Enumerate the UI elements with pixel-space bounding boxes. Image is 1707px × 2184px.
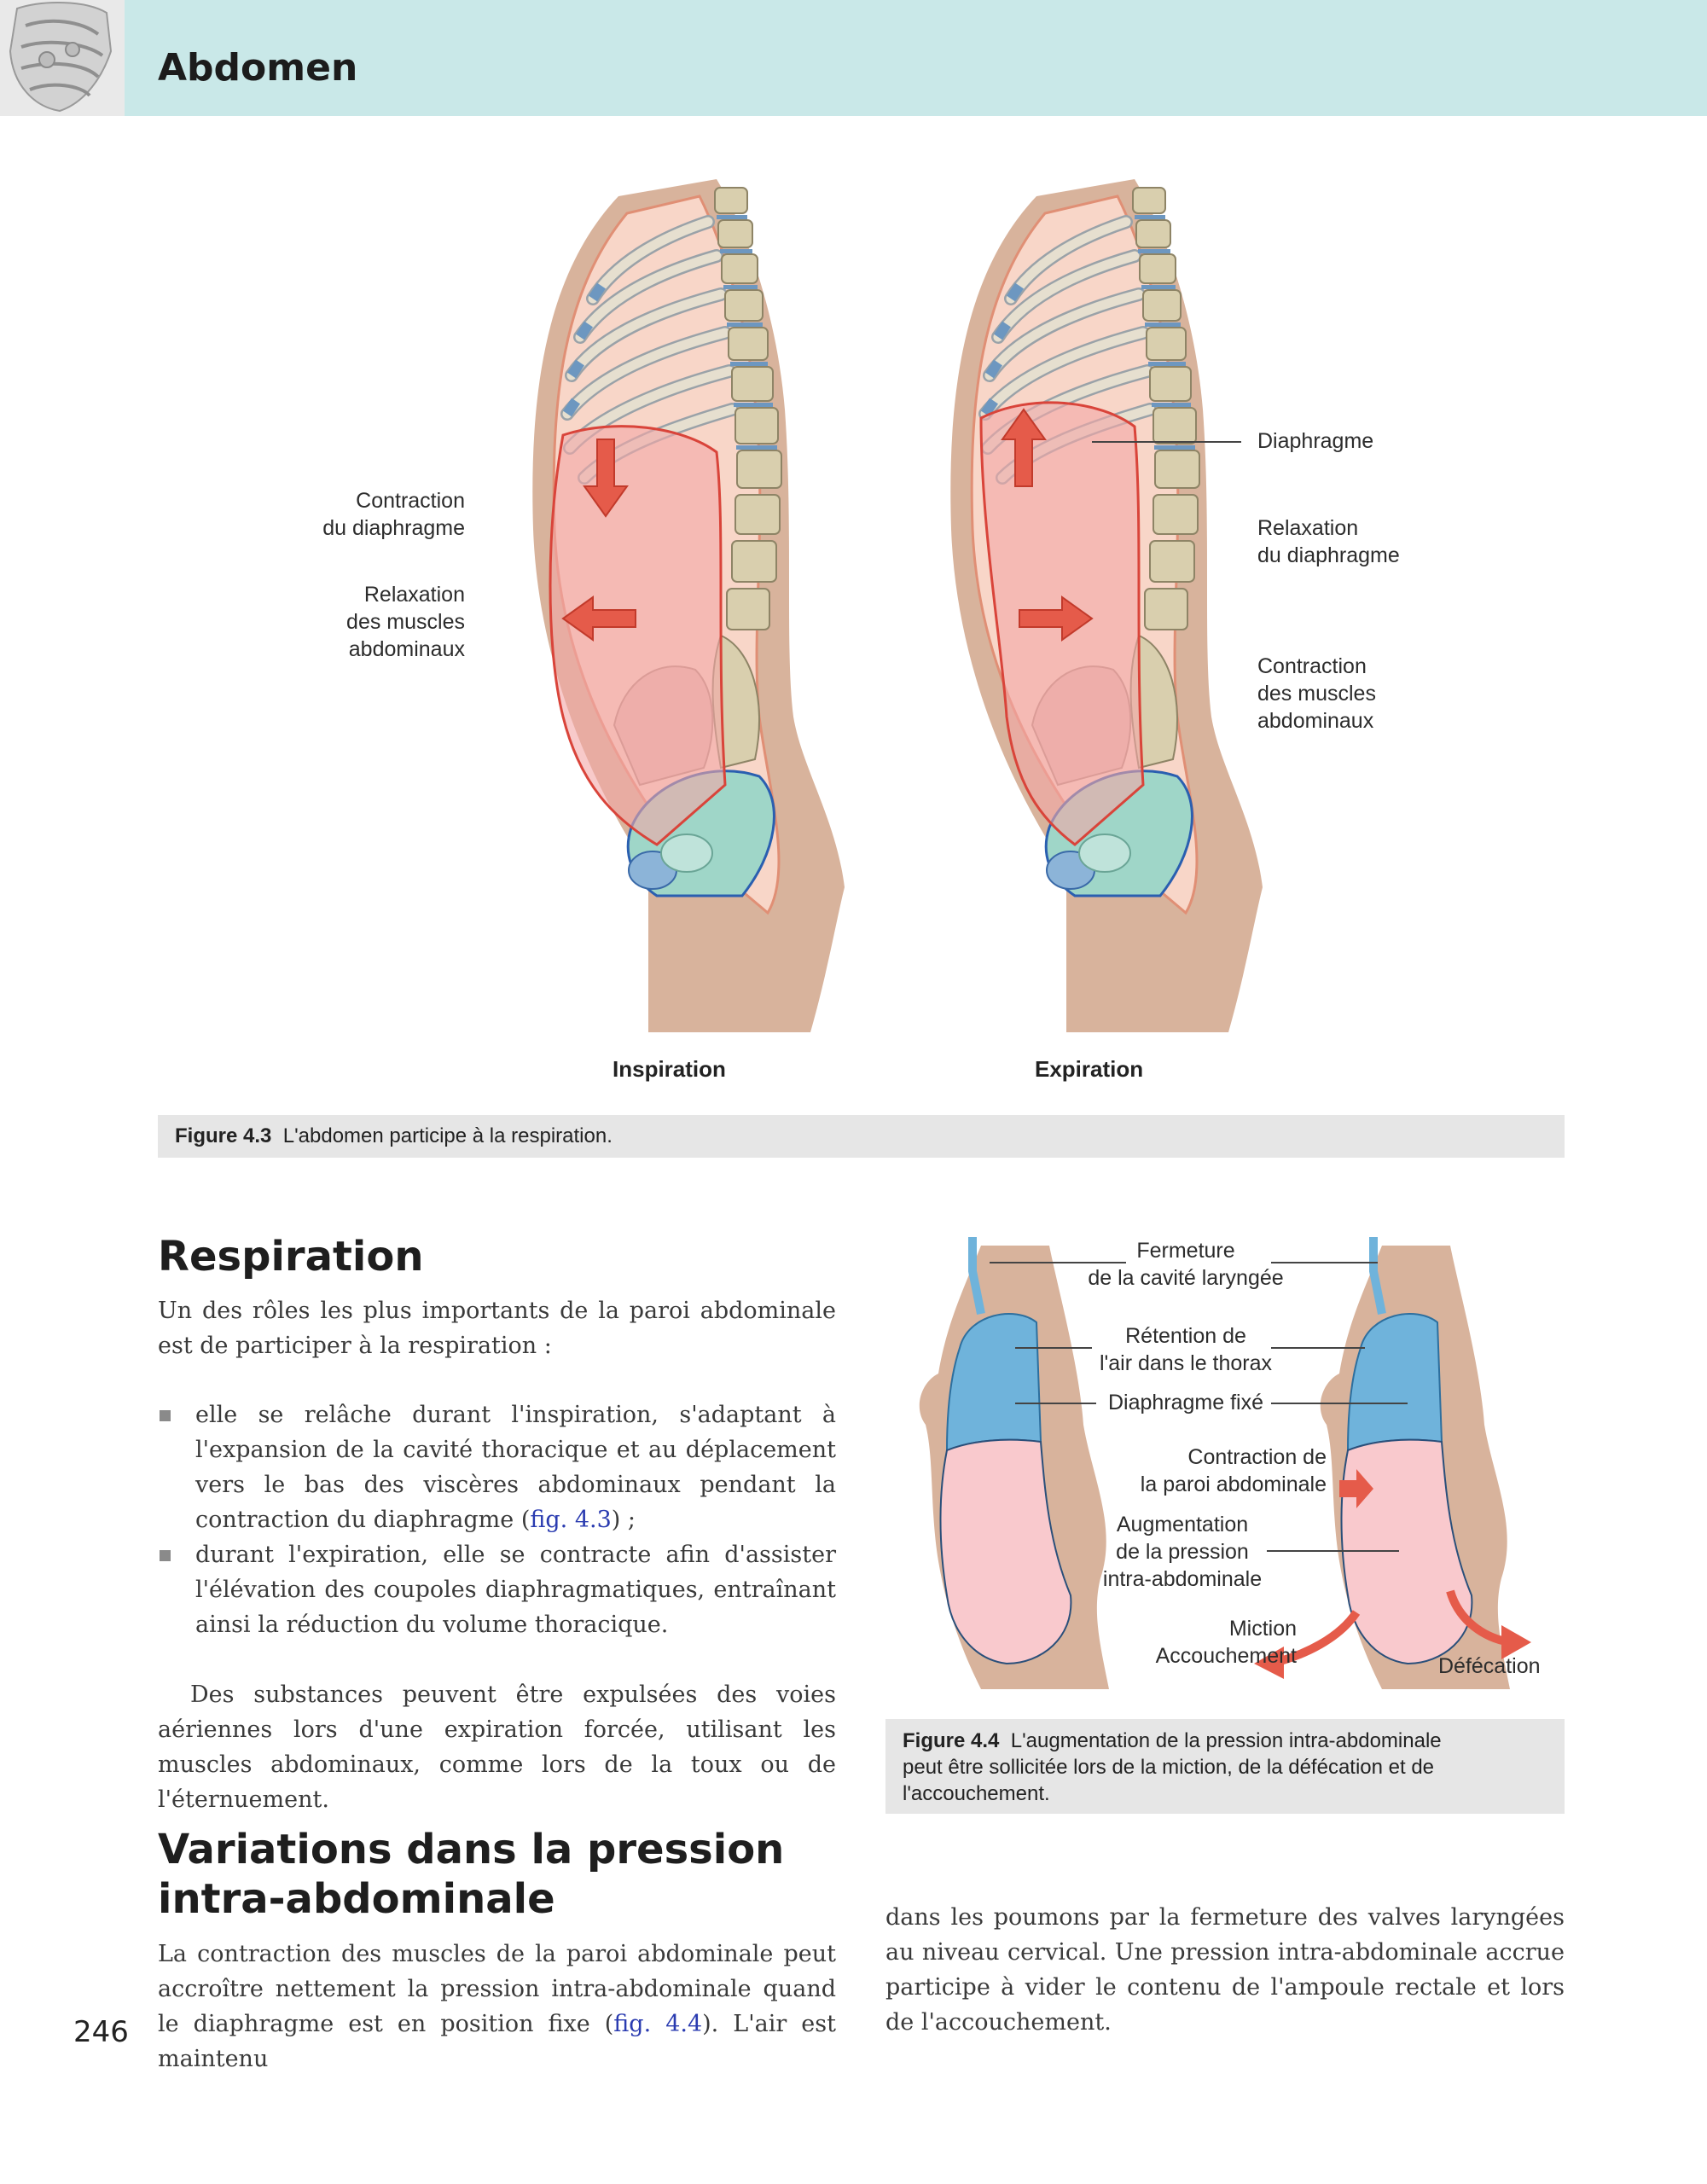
inspiration-torso (532, 179, 845, 1032)
figure-4-4-caption: Figure 4.4 L'augmentation de la pression… (885, 1719, 1565, 1814)
label-defecation: Défécation (1438, 1654, 1541, 1678)
figure-4-3-illustration (512, 171, 1280, 1041)
label-miction: Miction Accouchement (1155, 1617, 1297, 1668)
pressure-paragraph-left: La contraction des muscles de la paroi a… (158, 1941, 836, 2072)
pressure-paragraph-right: dans les poumons par la fermeture des va… (885, 1904, 1565, 2036)
link-fig-4-3[interactable]: fig. 4.3 (530, 1507, 612, 1533)
label-relaxation-diaphragme: Relaxation du diaphragme (1257, 516, 1400, 567)
figure-4-3-caption: Figure 4.3 L'abdomen participe à la resp… (158, 1115, 1565, 1158)
caption-text: L'abdomen participe à la respiration. (282, 1124, 613, 1147)
label-relaxation-muscles: Relaxation des muscles abdominaux (346, 583, 465, 661)
abdominal-cavity-inspiration (549, 425, 727, 846)
square-bullet-icon (160, 1410, 171, 1421)
chapter-title: Abdomen (158, 46, 358, 90)
respiration-paragraph: Des substances peuvent être expulsées de… (158, 1682, 836, 1813)
arrow-down-icon (583, 439, 629, 518)
link-fig-4-4[interactable]: fig. 4.4 (613, 2011, 703, 2037)
header-anatomy-thumbnail (0, 0, 125, 116)
label-retention: Rétention de l'air dans le thorax (1099, 1324, 1273, 1375)
caption-number: Figure 4.3 (175, 1124, 272, 1147)
arrow-left-icon (561, 595, 636, 642)
label-diaphragme-fixe: Diaphragme fixé (1107, 1391, 1264, 1414)
arrow-right-icon (1019, 595, 1094, 642)
figure-4-4-illustration (887, 1237, 1531, 1698)
label-augmentation-pression: Augmentation de la pression intra-abdomi… (1102, 1513, 1263, 1591)
expiration-torso (950, 179, 1263, 1032)
caption-number: Figure 4.4 (903, 1729, 1000, 1752)
page-number: 246 (73, 2015, 129, 2049)
panel-title-expiration: Expiration (1035, 1056, 1144, 1082)
label-diaphragme: Diaphragme (1257, 429, 1374, 453)
respiration-intro: Un des rôles les plus importants de la p… (158, 1298, 836, 1359)
bullet-item: elle se relâche durant l'inspiration, s'… (158, 1397, 836, 1537)
square-bullet-icon (160, 1550, 171, 1561)
header-band (0, 0, 1707, 116)
arrow-right-icon (1339, 1469, 1373, 1508)
bullet-item: durant l'expiration, elle se contracte a… (158, 1537, 836, 1642)
label-contraction-paroi: Contraction de la paroi abdominale (1140, 1445, 1327, 1496)
arrow-up-icon (1001, 408, 1047, 487)
respiration-bullet-list: elle se relâche durant l'inspiration, s'… (158, 1397, 836, 1642)
label-contraction-muscles: Contraction des muscles abdominaux (1257, 654, 1376, 733)
body-left (920, 1237, 1109, 1689)
label-contraction-diaphragme: Contraction du diaphragme (322, 489, 465, 540)
body-right (1254, 1237, 1531, 1689)
heading-variations-pression: Variations dans la pression intra-abdomi… (158, 1826, 785, 1923)
heading-respiration: Respiration (158, 1233, 424, 1281)
label-fermeture: Fermeture de la cavité laryngée (1088, 1239, 1284, 1290)
panel-title-inspiration: Inspiration (613, 1056, 726, 1082)
